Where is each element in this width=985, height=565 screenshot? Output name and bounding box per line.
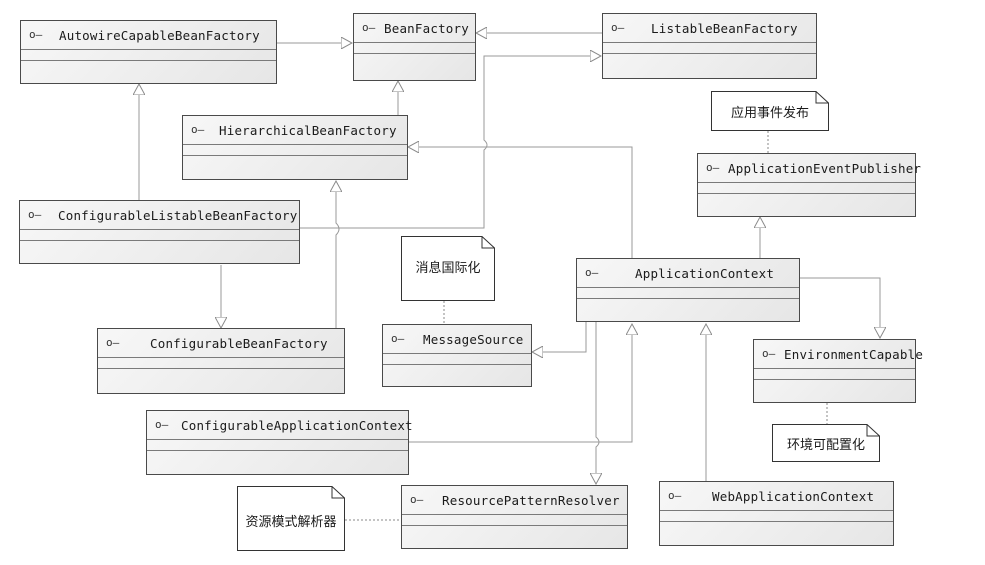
- interface-name: EnvironmentCapable: [784, 346, 924, 362]
- interface-name: ApplicationContext: [635, 265, 775, 281]
- circle-dash-icon: o—: [410, 493, 424, 506]
- edge-cfglistable-to-listable: [300, 56, 601, 229]
- hierarchical-bean-factory-box: o— HierarchicalBeanFactory: [182, 115, 408, 180]
- configurable-bean-factory-box: o— ConfigurableBeanFactory: [97, 328, 345, 394]
- edge-cfgappcontext-to-appcontext: [409, 324, 632, 443]
- circle-dash-icon: o—: [706, 161, 720, 174]
- circle-dash-icon: o—: [106, 336, 120, 349]
- note-app-event-publish: 应用事件发布: [711, 91, 829, 131]
- circle-dash-icon: o—: [28, 208, 42, 221]
- edge-appcontext-to-hierarchical: [408, 147, 633, 258]
- interface-name: ApplicationEventPublisher: [728, 160, 922, 176]
- resource-pattern-resolver-box: o— ResourcePatternResolver: [401, 485, 628, 549]
- edge-appcontext-to-messagesource: [532, 322, 587, 352]
- edge-cfgbeanfactory-to-hierarchical: [336, 181, 339, 328]
- circle-dash-icon: o—: [191, 123, 205, 136]
- circle-dash-icon: o—: [611, 21, 625, 34]
- interface-name: HierarchicalBeanFactory: [219, 122, 397, 138]
- bean-factory-box: o— BeanFactory: [353, 13, 476, 81]
- note-text: 资源模式解析器: [245, 515, 337, 530]
- interface-name: ListableBeanFactory: [651, 20, 798, 36]
- circle-dash-icon: o—: [29, 28, 43, 41]
- note-resource-pattern: 资源模式解析器: [237, 486, 345, 551]
- note-text: 消息国际化: [415, 261, 481, 276]
- note-environment: 环境可配置化: [772, 424, 880, 462]
- interface-name: ConfigurableListableBeanFactory: [58, 207, 298, 223]
- interface-name: BeanFactory: [384, 20, 469, 36]
- note-text: 应用事件发布: [730, 105, 809, 121]
- edge-appcontext-to-resolver: [596, 322, 599, 484]
- circle-dash-icon: o—: [391, 332, 405, 345]
- message-source-box: o— MessageSource: [382, 324, 532, 387]
- environment-capable-box: o— EnvironmentCapable: [753, 339, 923, 403]
- interface-name: MessageSource: [423, 331, 524, 347]
- listable-bean-factory-box: o— ListableBeanFactory: [602, 13, 817, 79]
- circle-dash-icon: o—: [668, 489, 682, 502]
- configurable-application-context-box: o— ConfigurableApplicationContext: [146, 410, 413, 475]
- interface-name: WebApplicationContext: [712, 488, 875, 504]
- note-i18n: 消息国际化: [401, 236, 495, 301]
- note-text: 环境可配置化: [786, 437, 865, 453]
- circle-dash-icon: o—: [762, 347, 776, 360]
- autowire-capable-bean-factory-box: o— AutowireCapableBeanFactory: [20, 20, 277, 84]
- configurable-listable-bean-factory-box: o— ConfigurableListableBeanFactory: [19, 200, 300, 264]
- web-application-context-box: o— WebApplicationContext: [659, 481, 894, 546]
- interface-name: ResourcePatternResolver: [442, 492, 620, 508]
- application-context-box: o— ApplicationContext: [576, 258, 800, 322]
- circle-dash-icon: o—: [155, 418, 169, 431]
- edge-appcontext-to-environment: [800, 277, 880, 338]
- circle-dash-icon: o—: [362, 21, 376, 34]
- circle-dash-icon: o—: [585, 266, 599, 279]
- interface-name: AutowireCapableBeanFactory: [59, 27, 260, 43]
- application-event-publisher-box: o— ApplicationEventPublisher: [697, 153, 921, 217]
- interface-name: ConfigurableBeanFactory: [150, 335, 328, 351]
- interface-name: ConfigurableApplicationContext: [181, 417, 413, 433]
